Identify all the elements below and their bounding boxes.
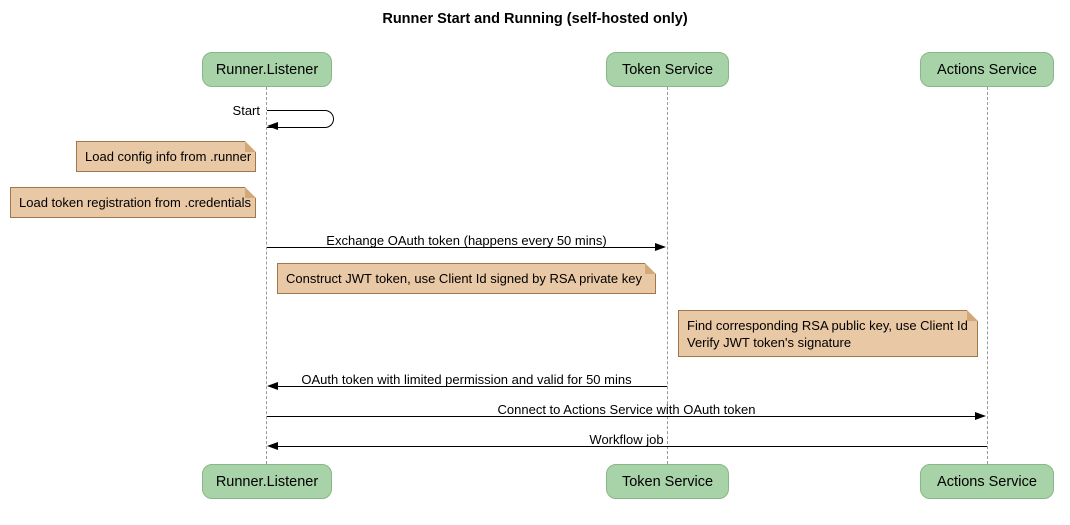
participant-top-actions-service: Actions Service (920, 52, 1054, 87)
note-load-token-registration: Load token registration from .credential… (10, 187, 256, 218)
message-arrowhead (267, 382, 278, 390)
participant-label: Runner.Listener (215, 473, 319, 490)
note-load-config: Load config info from .runner (76, 141, 256, 172)
message-arrowhead (267, 442, 278, 450)
note-text-line2: Verify JWT token's signature (687, 334, 852, 350)
message-label-workflow-job: Workflow job (589, 432, 664, 447)
participant-bottom-runner-listener: Runner.Listener (202, 464, 332, 499)
message-label-oauth-token: OAuth token with limited permission and … (301, 372, 632, 387)
participant-label: Runner.Listener (215, 61, 319, 78)
lifeline-token-service (667, 87, 668, 464)
lifeline-actions-service (987, 87, 988, 464)
participant-label: Token Service (621, 61, 714, 78)
message-line (267, 416, 976, 417)
participant-top-token-service: Token Service (606, 52, 729, 87)
participant-top-runner-listener: Runner.Listener (202, 52, 332, 87)
message-arrowhead (975, 412, 986, 420)
message-label-connect-actions: Connect to Actions Service with OAuth to… (497, 402, 756, 417)
participant-label: Actions Service (937, 61, 1037, 78)
note-verify-jwt: Find corresponding RSA public key, use C… (678, 310, 978, 357)
note-text: Find corresponding RSA public key, use C… (687, 317, 968, 351)
note-text: Construct JWT token, use Client Id signe… (286, 271, 642, 286)
message-label-start: Start (232, 103, 260, 118)
note-text-line1: Find corresponding RSA public key, use C… (687, 317, 968, 333)
message-line (278, 446, 987, 447)
message-line (267, 247, 655, 248)
note-text: Load token registration from .credential… (19, 195, 251, 210)
note-text: Load config info from .runner (85, 149, 252, 164)
message-arrowhead (267, 121, 278, 130)
participant-bottom-actions-service: Actions Service (920, 464, 1054, 499)
diagram-title: Runner Start and Running (self-hosted on… (382, 11, 688, 27)
message-line (278, 386, 667, 387)
participant-bottom-token-service: Token Service (606, 464, 729, 499)
participant-label: Token Service (621, 473, 714, 490)
message-arrowhead (655, 243, 666, 251)
lifeline-runner-listener (266, 87, 267, 464)
message-label-exchange-oauth: Exchange OAuth token (happens every 50 m… (326, 233, 607, 248)
participant-label: Actions Service (937, 473, 1037, 490)
note-construct-jwt: Construct JWT token, use Client Id signe… (277, 263, 656, 294)
self-message-loop (267, 110, 334, 128)
